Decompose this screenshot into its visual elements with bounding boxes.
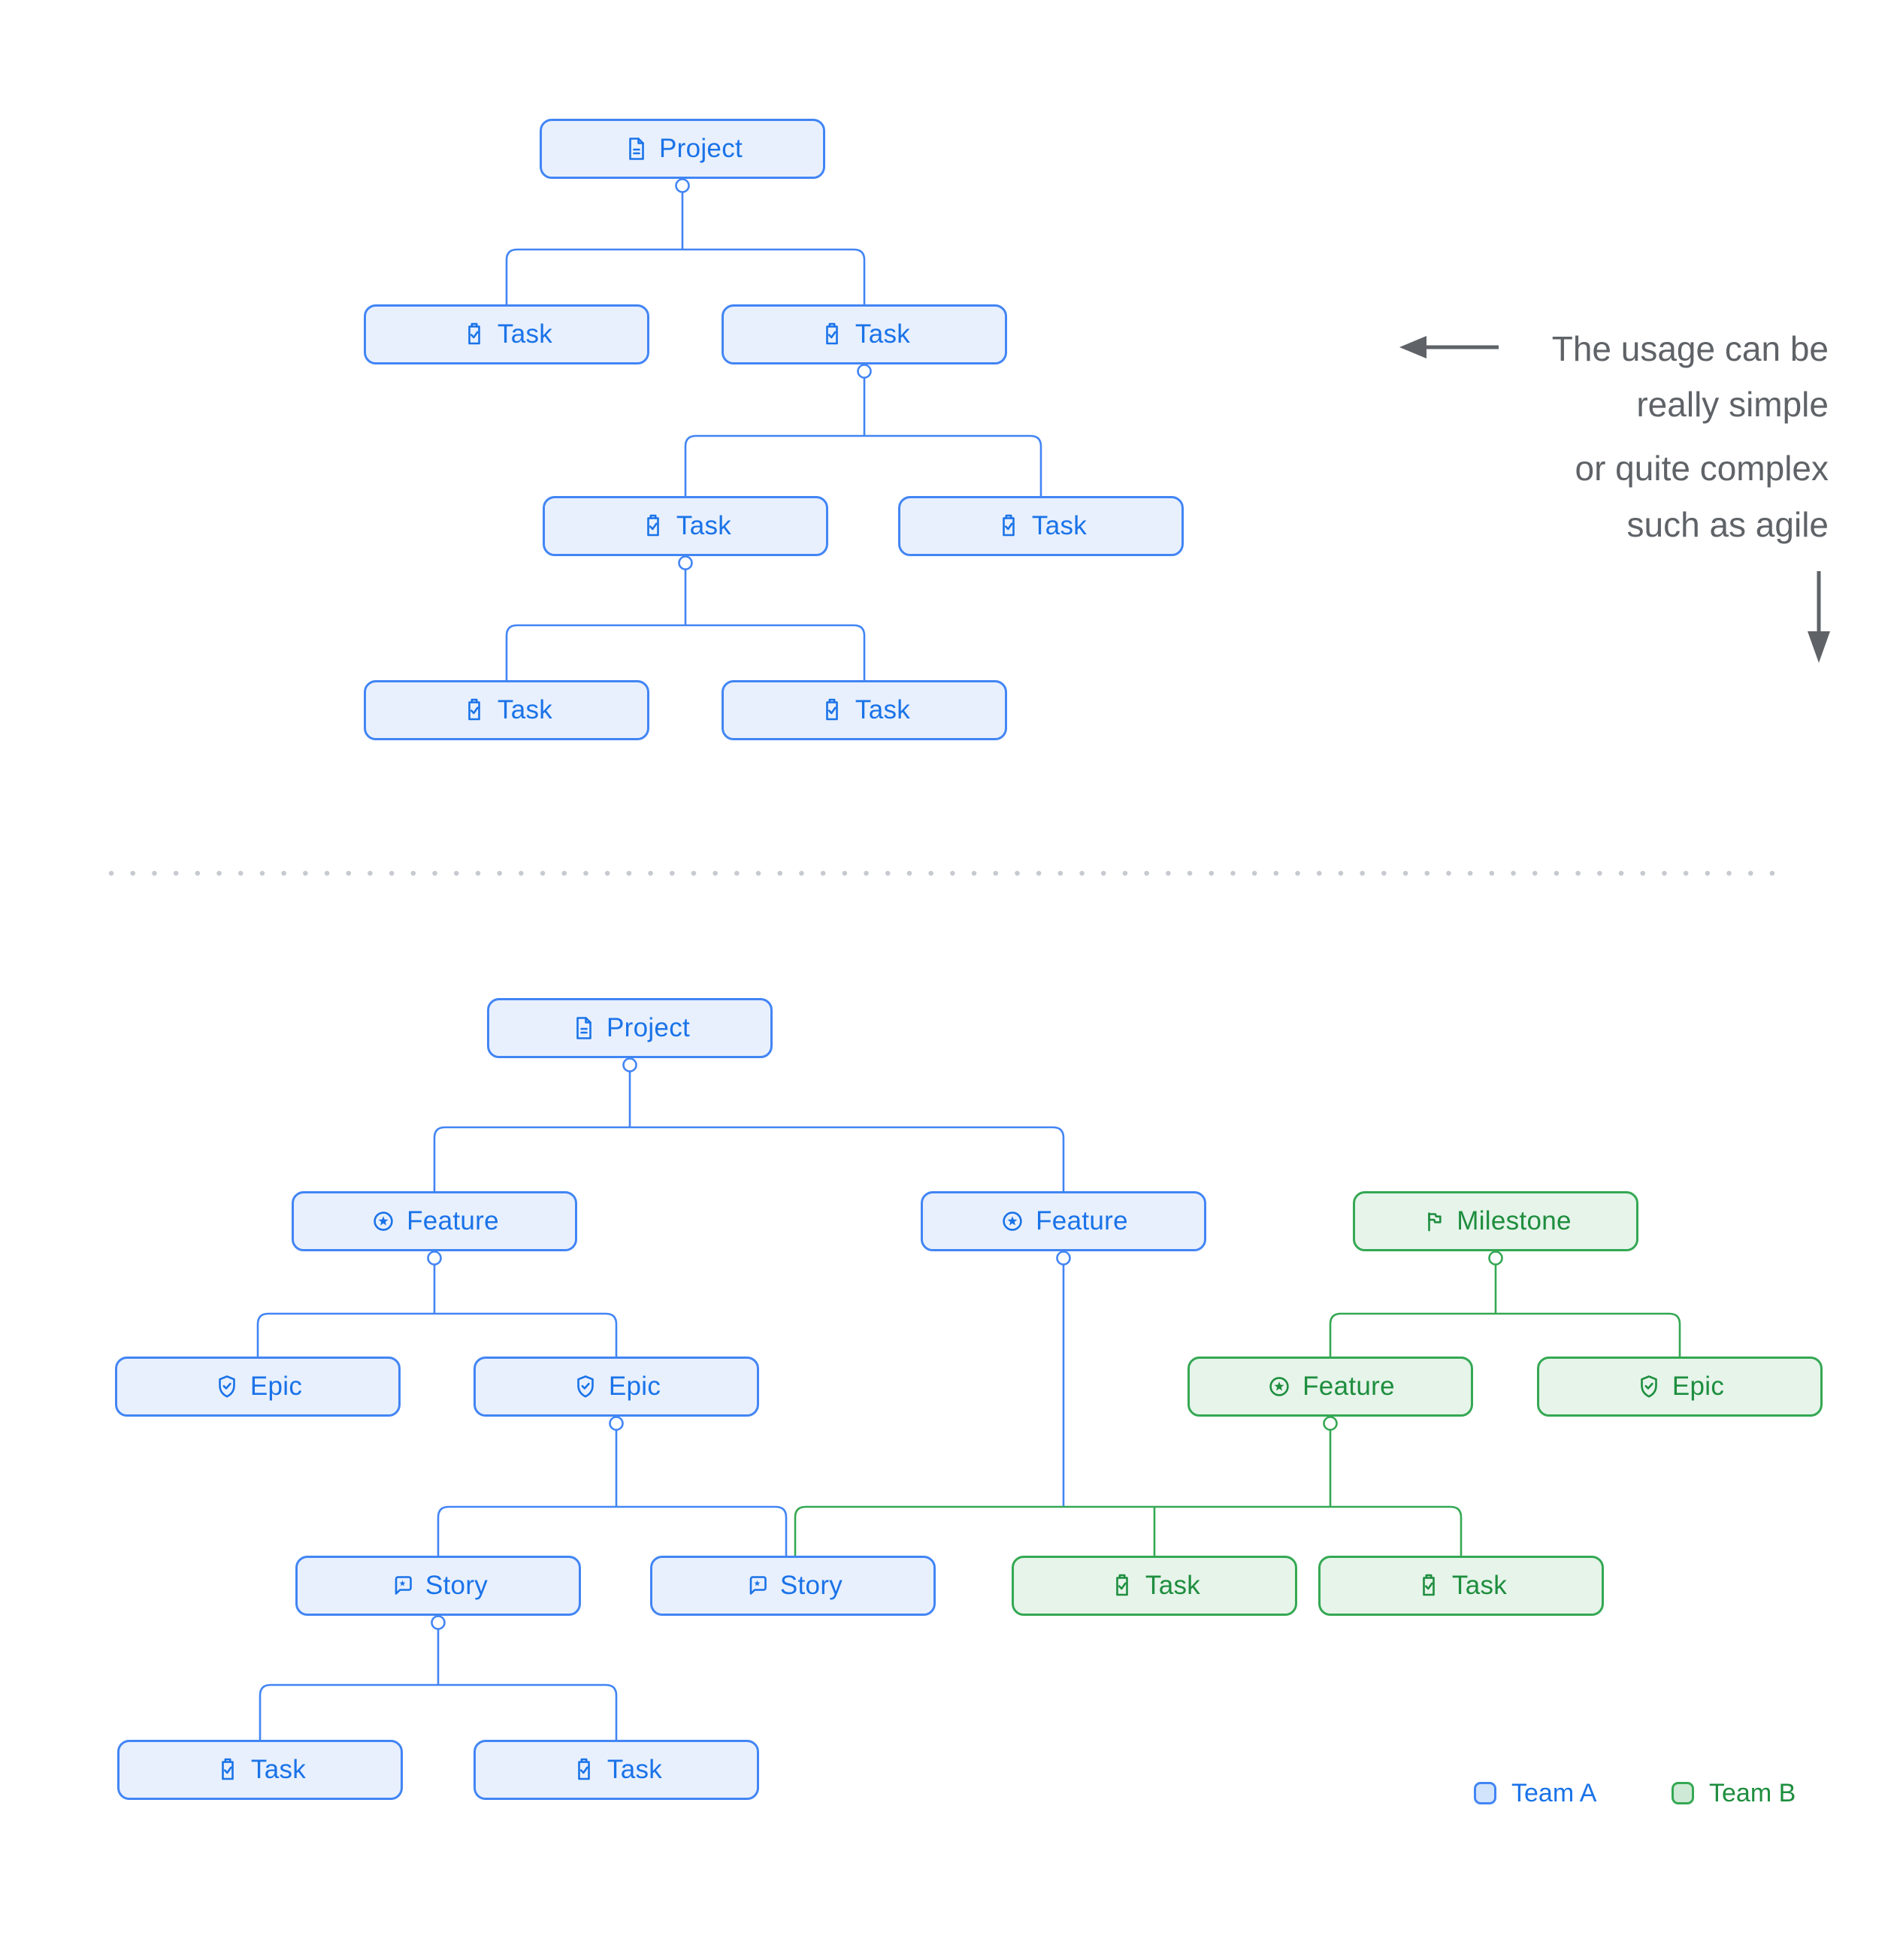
connector-port [857, 364, 872, 379]
node-label: Task [676, 511, 732, 540]
story-icon [389, 1572, 416, 1599]
node-task: Task [117, 1740, 403, 1800]
node-task: Task [543, 496, 828, 556]
node-label: Project [606, 1013, 691, 1042]
epic-icon [1635, 1373, 1662, 1400]
connector-port [431, 1615, 446, 1630]
node-label: Task [855, 319, 911, 349]
node-task: Task [722, 304, 1007, 364]
node-task: Task [1318, 1556, 1604, 1616]
node-feature: Feature [292, 1191, 577, 1251]
node-label: Epic [1672, 1372, 1725, 1401]
node-label: Task [1451, 1571, 1508, 1600]
annotation-line-2: really simple [1636, 385, 1829, 424]
feature-icon [999, 1208, 1026, 1235]
node-label: Task [607, 1755, 663, 1784]
task-icon [214, 1756, 241, 1783]
node-task: Task [364, 680, 649, 740]
node-label: Epic [250, 1372, 303, 1401]
legend-team-b: Team B [1672, 1778, 1796, 1808]
node-label: Task [855, 695, 911, 724]
connector-rail-5 [1329, 1312, 1681, 1357]
connector-rail-8 [259, 1683, 618, 1740]
connector-rail-4 [256, 1312, 618, 1357]
node-story: Story [650, 1556, 936, 1616]
node-feature: Feature [1187, 1357, 1473, 1417]
team-a-swatch-icon [1474, 1782, 1496, 1804]
connector-rail-2 [505, 624, 866, 680]
epic-icon [213, 1373, 241, 1400]
node-epic: Epic [115, 1357, 401, 1417]
connector-rail-3 [433, 1126, 1065, 1191]
node-label: Task [250, 1755, 307, 1784]
node-project: Project [487, 998, 773, 1058]
connector-port [1488, 1251, 1503, 1266]
task-icon [818, 321, 846, 348]
connector-port [678, 555, 693, 570]
legend-team-a: Team A [1474, 1778, 1596, 1808]
epic-icon [572, 1373, 599, 1400]
node-label: Task [497, 695, 553, 724]
node-label: Epic [608, 1372, 661, 1401]
task-icon [570, 1756, 598, 1783]
node-label: Story [425, 1571, 489, 1600]
annotation-line-3: or quite complex [1575, 449, 1829, 488]
node-task: Task [473, 1740, 759, 1800]
team-b-swatch-icon [1672, 1782, 1694, 1804]
node-label: Project [658, 134, 743, 163]
node-epic: Epic [473, 1357, 759, 1417]
connector-port [675, 178, 690, 193]
legend-team-a-label: Team A [1511, 1778, 1597, 1807]
connector-rail-7 [794, 1505, 1463, 1556]
connector-port [427, 1251, 442, 1266]
node-label: Feature [407, 1206, 499, 1236]
task-icon [1109, 1572, 1136, 1599]
node-project: Project [540, 119, 825, 179]
node-label: Story [779, 1571, 843, 1600]
node-label: Feature [1302, 1372, 1395, 1401]
node-task: Task [364, 304, 649, 364]
connector-port [622, 1057, 637, 1072]
connector-port [1323, 1416, 1338, 1431]
down-arrow-icon [1808, 571, 1830, 663]
node-label: Task [497, 319, 553, 349]
legend-team-b-label: Team B [1709, 1778, 1796, 1807]
node-milestone: Milestone [1353, 1191, 1638, 1251]
node-task: Task [1012, 1556, 1297, 1616]
left-arrow-icon [1399, 336, 1499, 358]
task-icon [640, 513, 667, 540]
node-label: Feature [1036, 1206, 1128, 1236]
task-icon [461, 697, 488, 724]
annotation-line-4: such as agile [1626, 505, 1829, 544]
node-story: Story [295, 1556, 581, 1616]
connector-port [1056, 1251, 1071, 1266]
connector-rail-6 [437, 1505, 788, 1556]
connector-rail-1 [684, 434, 1042, 496]
task-icon [461, 321, 488, 348]
node-label: Milestone [1457, 1206, 1572, 1236]
feature-icon [370, 1208, 397, 1235]
task-icon [995, 513, 1022, 540]
node-label: Task [1145, 1571, 1201, 1600]
node-label: Task [1031, 511, 1088, 540]
annotation-line-1: The usage can be [1551, 329, 1829, 368]
node-task: Task [898, 496, 1184, 556]
node-feature: Feature [921, 1191, 1206, 1251]
task-icon [1415, 1572, 1442, 1599]
story-icon [743, 1572, 770, 1599]
project-icon [570, 1015, 597, 1042]
node-task: Task [722, 680, 1007, 740]
milestone-icon [1420, 1208, 1447, 1235]
node-epic: Epic [1537, 1357, 1823, 1417]
task-icon [818, 697, 846, 724]
feature-icon [1266, 1373, 1293, 1400]
connector-port [609, 1416, 624, 1431]
connector-rail-0 [505, 248, 866, 304]
project-icon [622, 135, 649, 162]
